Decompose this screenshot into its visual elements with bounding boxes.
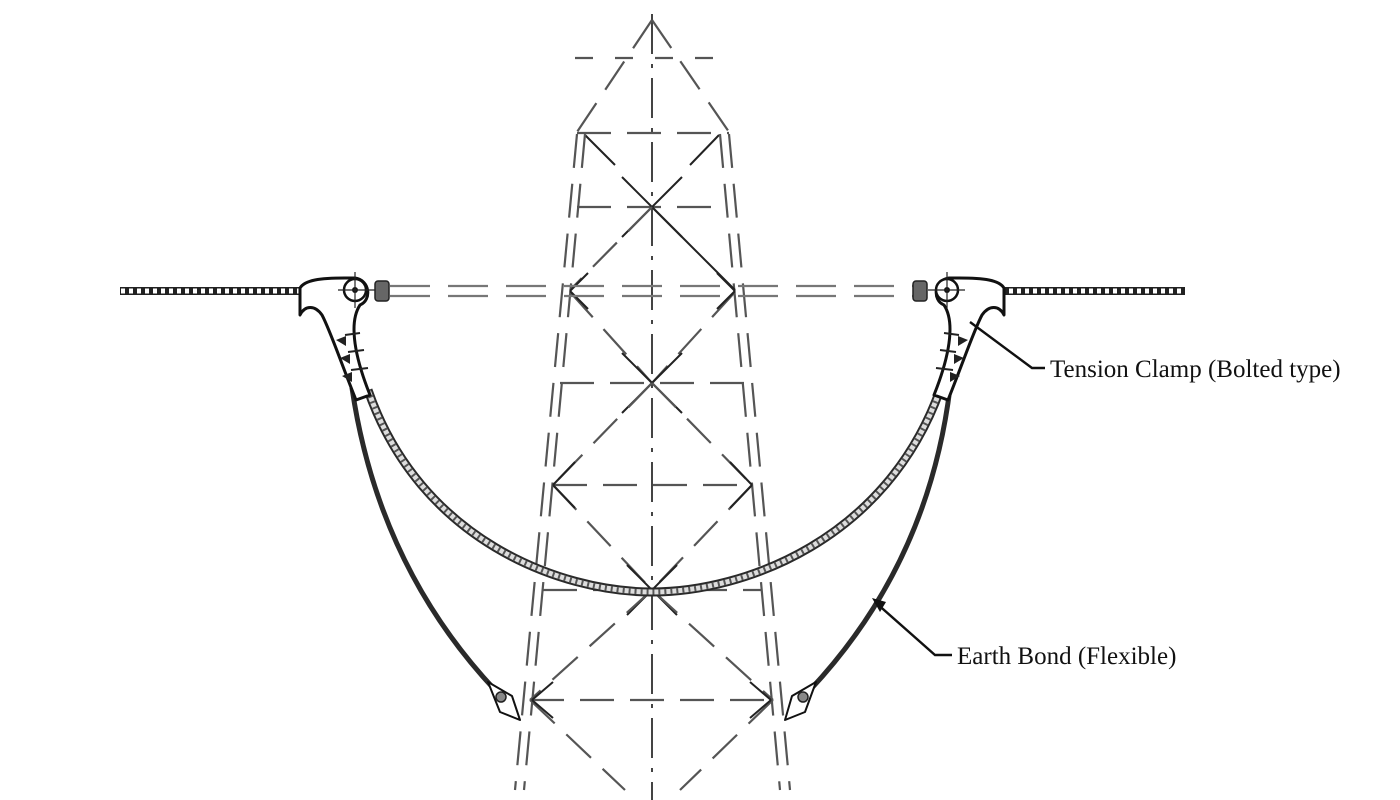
jumper-loop bbox=[363, 388, 945, 597]
earth-bond-left bbox=[349, 385, 498, 693]
tension-clamp-right bbox=[912, 272, 1006, 402]
earth-bond-callout: Earth Bond (Flexible) bbox=[872, 598, 1176, 670]
cross-arm bbox=[390, 284, 915, 298]
tension-clamp-label: Tension Clamp (Bolted type) bbox=[1050, 356, 1341, 383]
earth-bond-right bbox=[807, 385, 953, 693]
bond-lug-right bbox=[784, 681, 817, 721]
tension-clamp-left bbox=[298, 272, 390, 402]
bond-lug-left bbox=[487, 681, 521, 721]
tower-leg-right bbox=[718, 133, 792, 791]
earth-bond-label: Earth Bond (Flexible) bbox=[957, 643, 1176, 670]
tension-clamp-callout: Tension Clamp (Bolted type) bbox=[969, 321, 1341, 383]
tower-peak bbox=[575, 19, 730, 166]
tower-leg-left bbox=[513, 133, 587, 791]
